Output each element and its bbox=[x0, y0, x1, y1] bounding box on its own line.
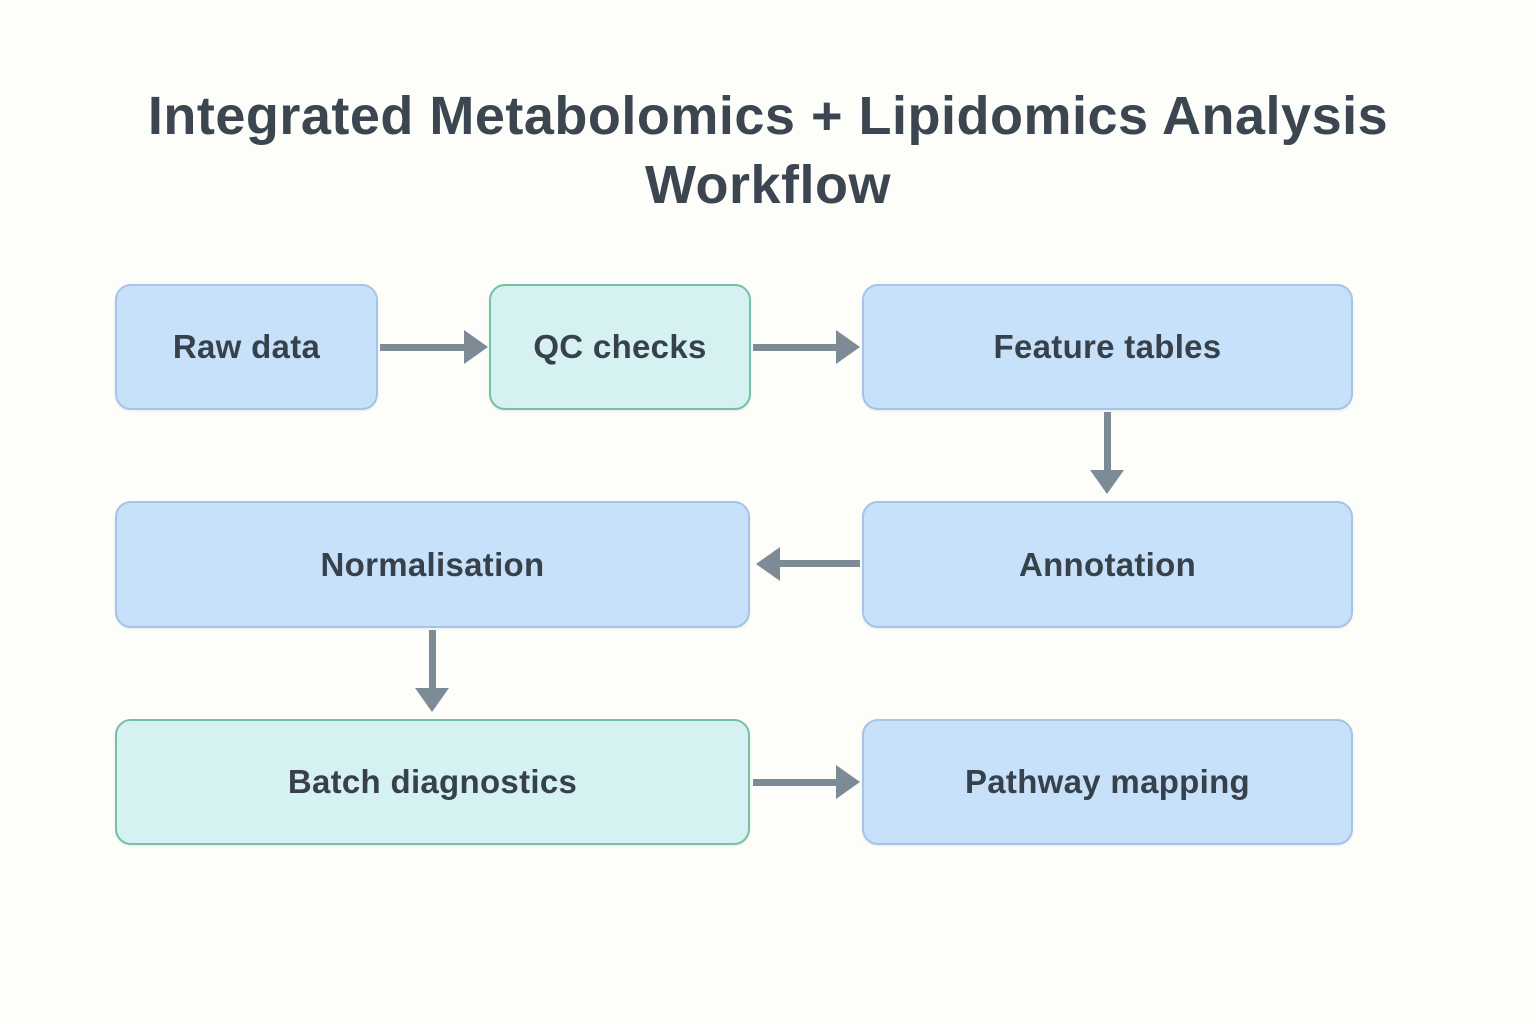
node-annotation-label: Annotation bbox=[1018, 545, 1197, 583]
arrow-line bbox=[429, 630, 436, 690]
node-normalisation: Normalisation bbox=[115, 501, 750, 628]
arrow-line bbox=[779, 560, 860, 567]
node-batch-diagnostics: Batch diagnostics bbox=[115, 719, 750, 845]
node-pathway-mapping: Pathway mapping bbox=[862, 719, 1353, 845]
arrow-head-right-icon bbox=[464, 330, 488, 364]
arrow-line bbox=[1104, 412, 1111, 472]
arrow-head-down-icon bbox=[1090, 470, 1124, 494]
node-batch-diagnostics-label: Batch diagnostics bbox=[287, 763, 578, 800]
diagram-title: Integrated Metabolomics + Lipidomics Ana… bbox=[0, 82, 1536, 220]
arrow-head-right-icon bbox=[836, 330, 860, 364]
node-annotation: Annotation bbox=[862, 501, 1353, 628]
node-normalisation-label: Normalisation bbox=[320, 545, 545, 583]
node-qc-checks-label: QC checks bbox=[533, 328, 707, 365]
node-qc-checks: QC checks bbox=[489, 284, 751, 410]
arrow-head-down-icon bbox=[415, 688, 449, 712]
arrow-line bbox=[380, 344, 466, 351]
diagram-title-line2: Workflow bbox=[645, 155, 891, 216]
node-feature-tables-label: Feature tables bbox=[993, 328, 1222, 365]
diagram-title-line1: Integrated Metabolomics + Lipidomics Ana… bbox=[147, 86, 1389, 146]
arrow-head-left-icon bbox=[756, 547, 780, 581]
node-raw-data-label: Raw data bbox=[172, 328, 321, 365]
arrow-head-right-icon bbox=[836, 765, 860, 799]
node-raw-data: Raw data bbox=[115, 284, 378, 410]
node-feature-tables: Feature tables bbox=[862, 284, 1353, 410]
node-pathway-mapping-label: Pathway mapping bbox=[964, 763, 1251, 800]
arrow-line bbox=[753, 344, 838, 351]
arrow-line bbox=[753, 779, 838, 786]
